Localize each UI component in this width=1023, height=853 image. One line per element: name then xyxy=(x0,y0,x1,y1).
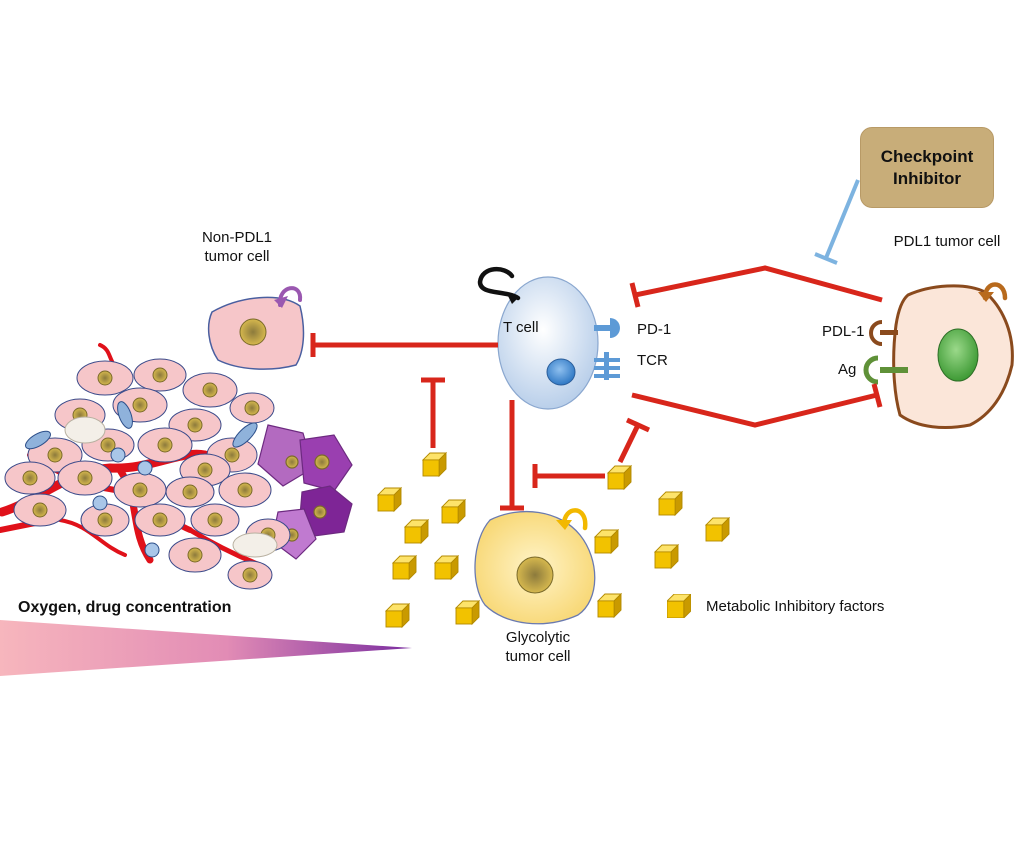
cube-icon xyxy=(607,465,632,490)
cube-icon xyxy=(377,487,402,512)
checkpoint-inhibitor-box: Checkpoint Inhibitor xyxy=(860,127,994,208)
inhibition-arrows xyxy=(310,265,883,511)
tumor-cell-nucleus xyxy=(97,512,113,528)
tumor-cell-nucleus xyxy=(100,437,116,453)
cube-icon xyxy=(392,555,417,580)
tumor-tissue-cluster xyxy=(0,343,353,590)
tcr-receptor-icon xyxy=(594,352,620,380)
pd1-receptor-icon xyxy=(594,318,620,338)
stromal-cells xyxy=(25,401,278,558)
tumor-cell-nucleus xyxy=(182,484,198,500)
tumor-cell-nucleus xyxy=(242,567,258,583)
hypoxic-cells xyxy=(257,424,353,560)
antigen-icon xyxy=(863,355,908,385)
pdl1-label: PDL-1 xyxy=(822,323,865,340)
cube-icon xyxy=(455,600,480,625)
glycolytic-tumor-cell xyxy=(474,508,596,625)
pdl1-tumor-cell xyxy=(863,282,1014,430)
gradient-label: Oxygen, drug concentration xyxy=(18,599,232,616)
cube-icon xyxy=(434,555,459,580)
non-pdl1-tumor-cell xyxy=(207,286,305,370)
tumor-cell-nucleus xyxy=(32,502,48,518)
t-cell-label: T cell xyxy=(503,319,539,336)
tumor-cell-nucleus xyxy=(152,512,168,528)
tumor-cell-nucleus xyxy=(187,547,203,563)
cube-icon xyxy=(705,517,730,542)
tcr-label: TCR xyxy=(637,352,668,369)
cube-icon xyxy=(594,529,619,554)
tumor-cell-nucleus xyxy=(197,462,213,478)
antigen-label: Ag xyxy=(838,361,857,378)
tumor-cell-nucleus xyxy=(237,482,253,498)
tumor-cell-nucleus xyxy=(152,367,168,383)
pdl1-cell-label: PDL1 tumor cell xyxy=(893,233,1001,250)
checkpoint-inhibition-line xyxy=(814,179,860,265)
cube-icon xyxy=(654,544,679,569)
tumor-cell-nucleus xyxy=(22,470,38,486)
glycolytic-cell-label: Glycolytic tumor cell xyxy=(505,629,571,665)
cube-icon xyxy=(422,452,447,477)
cube-icon xyxy=(667,594,691,618)
cube-icon xyxy=(597,593,622,618)
tumor-cell-nucleus xyxy=(97,370,113,386)
tumor-cell-nucleus xyxy=(187,417,203,433)
tumor-cell-nucleus xyxy=(77,470,93,486)
metabolic-legend-label: Metabolic Inhibitory factors xyxy=(706,598,885,615)
tumor-cell-nucleus xyxy=(132,482,148,498)
tumor-cell-nucleus xyxy=(47,447,63,463)
non-pdl1-cell-label: Non-PDL1 tumor cell xyxy=(201,229,273,265)
tumor-cell-nucleus xyxy=(157,437,173,453)
tumor-cell-nucleus xyxy=(207,512,223,528)
cube-icon xyxy=(385,603,410,628)
pdl1-ligand-icon xyxy=(869,320,898,346)
t-cell xyxy=(477,267,620,410)
cube-icon xyxy=(441,499,466,524)
cube-icon xyxy=(404,519,429,544)
concentration-gradient-bar xyxy=(0,620,412,676)
tumor-cell-nucleus xyxy=(244,400,260,416)
self-renewal-arrow-icon xyxy=(477,267,521,301)
tumor-cell-nucleus xyxy=(202,382,218,398)
pd1-label: PD-1 xyxy=(637,321,672,338)
cube-icon xyxy=(658,491,683,516)
tumor-cell-nucleus xyxy=(224,447,240,463)
tumor-cell-nucleus xyxy=(132,397,148,413)
